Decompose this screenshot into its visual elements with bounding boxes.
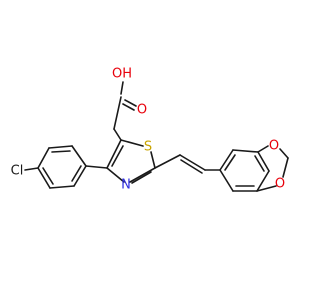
bond-vinyl-double-inner bbox=[180, 159, 203, 174]
bond-c-o-double-1 bbox=[124, 99, 137, 107]
molecule-structure-diagram: OH O S N Cl O O bbox=[11, 67, 289, 193]
bond-bz3-inner bbox=[254, 155, 265, 172]
bond-c2-vinyl bbox=[154, 154, 181, 169]
bond-ar2-inner bbox=[51, 150, 71, 153]
bond-c4-c5-inner bbox=[111, 145, 124, 167]
bond-bz1 bbox=[219, 149, 234, 171]
bond-cooh-ch2 bbox=[113, 96, 122, 130]
bond-o1-ch2 bbox=[279, 148, 289, 159]
bond-ar4 bbox=[37, 167, 51, 189]
bond-c4-aryl bbox=[85, 165, 108, 169]
bond-ar1 bbox=[71, 145, 87, 167]
bond-c-oh bbox=[120, 81, 124, 95]
bond-bz3 bbox=[257, 151, 270, 172]
atom-n: N bbox=[121, 178, 131, 193]
bond-c5-s bbox=[120, 139, 144, 147]
bond-ar5 bbox=[49, 185, 75, 189]
atom-s: S bbox=[144, 140, 152, 155]
bond-ar6 bbox=[73, 165, 87, 187]
bond-ar6-inner bbox=[71, 165, 82, 182]
atom-labels: OH O S N Cl O O bbox=[11, 67, 285, 193]
bond-vinyl-double bbox=[179, 154, 206, 171]
bonds bbox=[24, 81, 289, 192]
atom-o-dioxole-1: O bbox=[269, 139, 279, 154]
bond-bz2 bbox=[232, 149, 259, 153]
bond-ar3 bbox=[37, 147, 50, 169]
atom-oh: OH bbox=[112, 67, 132, 82]
bond-bz4 bbox=[256, 170, 270, 192]
atom-o-carbonyl: O bbox=[137, 103, 147, 118]
bond-bz1-inner bbox=[224, 154, 236, 171]
bond-ch2-c5 bbox=[113, 128, 122, 141]
bond-bz6 bbox=[219, 169, 234, 192]
atom-o-dioxole-2: O bbox=[275, 177, 285, 192]
bond-c-o1 bbox=[257, 145, 269, 153]
bond-c4-c5-double bbox=[106, 139, 122, 169]
bond-ar4-inner bbox=[42, 167, 54, 185]
atom-cl: Cl bbox=[11, 164, 24, 179]
bond-c2-n-inner bbox=[131, 171, 152, 184]
bond-c-o-double-2 bbox=[122, 103, 135, 111]
bond-ar-cl bbox=[24, 167, 39, 171]
bond-n-c4 bbox=[106, 167, 125, 183]
bond-ar2 bbox=[48, 145, 73, 149]
bond-o2-c bbox=[256, 185, 277, 192]
bond-ch2-o2 bbox=[282, 157, 289, 178]
bond-c2-n-double bbox=[129, 167, 156, 183]
bond-s-c2 bbox=[150, 151, 156, 169]
